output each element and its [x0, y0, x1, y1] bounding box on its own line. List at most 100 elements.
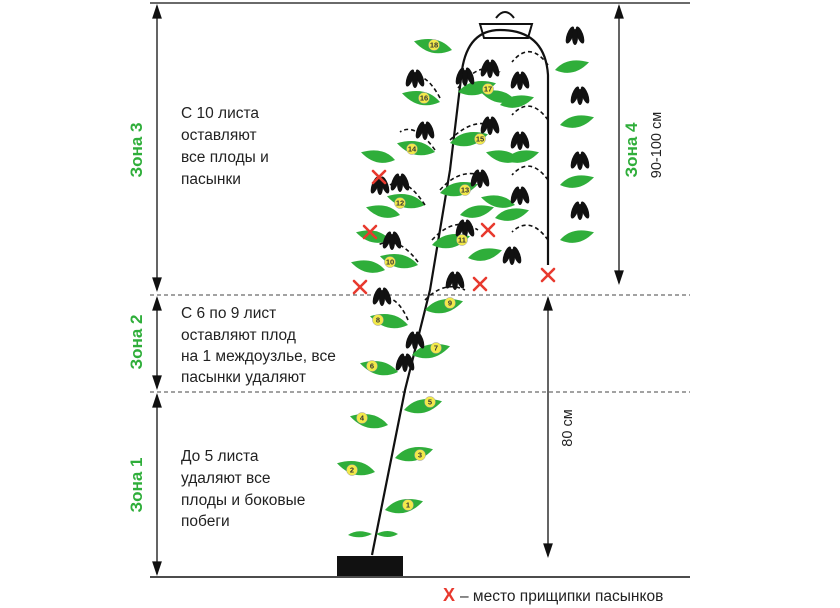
- leaf-5: [404, 398, 442, 414]
- sprout-leaf: [348, 531, 372, 538]
- side-leaf: [560, 175, 594, 188]
- leaf-number-badge: 15: [474, 133, 486, 145]
- side-leaf: [460, 205, 494, 218]
- side-leaf: [560, 115, 594, 128]
- leaf-number-badge: 3: [414, 449, 426, 461]
- svg-text:удаляют все: удаляют все: [181, 470, 270, 487]
- leaf-number-badge: 5: [424, 396, 436, 408]
- side-leaf: [468, 248, 502, 261]
- zone1-description: До 5 листа удаляют все плоды и боковые п…: [181, 448, 305, 530]
- fruit-cluster: [405, 331, 425, 350]
- leaf-number-badge: 7: [430, 342, 442, 354]
- svg-text:оставляют: оставляют: [181, 127, 257, 144]
- leaves-layer: [337, 38, 594, 514]
- leaf-number-badge: 4: [356, 412, 368, 424]
- fruit-cluster: [445, 271, 465, 290]
- side-leaf: [505, 150, 539, 163]
- pot-base: [337, 556, 403, 576]
- pinch-mark: [480, 222, 496, 238]
- leaf-3: [395, 446, 433, 462]
- lower-dimension-arrow: [543, 295, 553, 559]
- side-leaf: [351, 260, 385, 273]
- pinch-mark: [371, 169, 387, 185]
- leaf-9: [425, 298, 463, 314]
- fruit-cluster: [565, 26, 585, 45]
- zone4-dimension-arrow: [614, 3, 624, 286]
- side-branch: [424, 285, 466, 301]
- fruit-cluster: [455, 67, 475, 86]
- main-stem: [370, 69, 464, 556]
- side-branch: [449, 122, 498, 141]
- pinch-mark: [540, 267, 556, 283]
- svg-text:все плоды и: все плоды и: [181, 149, 269, 166]
- svg-text:12: 12: [396, 199, 404, 208]
- leaf-number-badge: 11: [456, 234, 468, 246]
- svg-text:плоды и боковые: плоды и боковые: [181, 492, 305, 509]
- leaf-4: [350, 413, 388, 429]
- leaf-number-badge: 14: [406, 143, 418, 155]
- leaf-number-badge: 8: [372, 314, 384, 326]
- fruit-cluster: [390, 173, 410, 192]
- zone4-title: Зона 4: [622, 122, 641, 177]
- fruits-layer: [370, 26, 590, 372]
- fruit-cluster: [480, 59, 500, 78]
- svg-text:15: 15: [476, 135, 484, 144]
- fruit-cluster: [510, 131, 530, 150]
- svg-text:4: 4: [360, 414, 365, 423]
- svg-text:6: 6: [370, 362, 374, 371]
- leaf-number-badge: 18: [428, 39, 440, 51]
- svg-text:14: 14: [408, 145, 417, 154]
- fruit-cluster: [405, 69, 425, 88]
- svg-text:1: 1: [406, 501, 410, 510]
- side-leaf: [555, 60, 589, 73]
- zone4-measure: 90-100 см: [649, 112, 665, 178]
- fruit-cluster: [395, 353, 415, 372]
- side-branch: [511, 224, 549, 241]
- side-leaf: [366, 205, 400, 218]
- pinch-marks-layer: [352, 169, 556, 295]
- leaf-number-badge: 9: [444, 297, 456, 309]
- leaf-number-badge: 16: [418, 92, 430, 104]
- fruit-cluster: [510, 71, 530, 90]
- zone2-description: С 6 по 9 лист оставляют плод на 1 междоу…: [181, 305, 336, 386]
- fruit-cluster: [455, 219, 475, 238]
- zone3-title: Зона 3: [127, 123, 146, 178]
- leaf-number-badge: 2: [346, 464, 358, 476]
- svg-text:пасынки: пасынки: [181, 171, 241, 188]
- side-leaf: [500, 95, 534, 108]
- leaf-number-badge: 12: [394, 197, 406, 209]
- svg-text:2: 2: [350, 466, 354, 475]
- svg-text:пасынки удаляют: пасынки удаляют: [181, 369, 306, 386]
- fruit-cluster: [570, 201, 590, 220]
- svg-text:5: 5: [428, 398, 432, 407]
- leaf-12: [387, 193, 425, 209]
- side-leaf: [361, 150, 395, 163]
- legend-mark: X: [443, 585, 455, 605]
- fruit-cluster: [480, 116, 500, 135]
- fruit-cluster: [382, 231, 402, 250]
- leaf-number-badge: 10: [384, 256, 396, 268]
- svg-text:оставляют плод: оставляют плод: [181, 327, 296, 344]
- svg-text:С 6 по 9 лист: С 6 по 9 лист: [181, 305, 276, 322]
- legend-text: – место прищипки пасынков: [460, 588, 663, 605]
- zone2-title: Зона 2: [127, 315, 146, 370]
- pinch-mark: [352, 279, 368, 295]
- side-branch: [511, 105, 549, 121]
- svg-text:10: 10: [386, 258, 394, 267]
- zone1-title: Зона 1: [127, 458, 146, 513]
- fruit-cluster: [502, 246, 522, 265]
- svg-text:13: 13: [461, 186, 469, 195]
- svg-text:побеги: побеги: [181, 513, 230, 530]
- leaf-number-badge: 13: [459, 184, 471, 196]
- svg-text:18: 18: [430, 41, 438, 50]
- fruit-cluster: [570, 151, 590, 170]
- side-leaf: [495, 208, 529, 221]
- fruit-cluster: [470, 169, 490, 188]
- leaf-number-badge: 6: [366, 360, 378, 372]
- svg-text:11: 11: [458, 236, 466, 245]
- legend: X – место прищипки пасынков: [443, 585, 663, 605]
- svg-text:С 10 листа: С 10 листа: [181, 105, 259, 122]
